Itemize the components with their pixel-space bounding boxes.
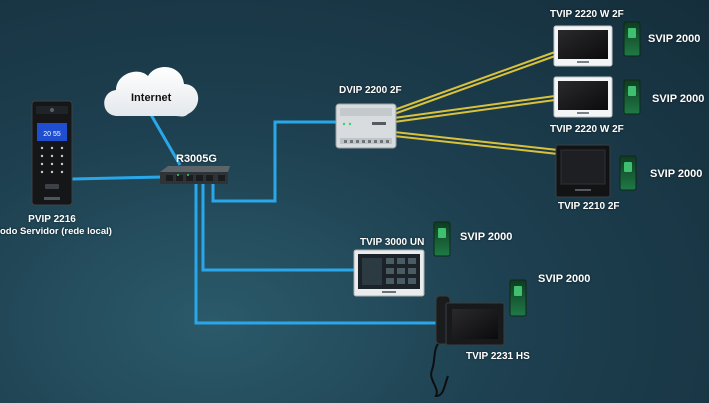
monitor-tvip2220-1 (553, 25, 613, 67)
bus-to-monitor-3b (393, 135, 559, 155)
door-station-screen-time: 20 55 (43, 131, 61, 138)
bus-cables (393, 51, 559, 155)
reader-svip2000-4 (433, 221, 451, 257)
reader-2-label: SVIP 2000 (652, 93, 705, 105)
monitor-4-label: TVIP 3000 UN (360, 237, 425, 248)
cable-switch-distributor (211, 120, 336, 203)
distributor-device (335, 103, 397, 149)
monitor-3-label: TVIP 2210 2F (558, 201, 620, 212)
cable-switch-internet (148, 112, 182, 166)
cable-switch-tvip3000 (201, 184, 356, 272)
distributor-label: DVIP 2200 2F (339, 85, 402, 96)
bus-to-monitor-3a (393, 131, 559, 151)
door-station-label: PVIP 2216 (28, 214, 76, 225)
monitor-tvip2210 (555, 144, 611, 198)
reader-svip2000-3 (619, 155, 637, 191)
bus-to-monitor-1b (393, 55, 556, 115)
monitor-tvip2220-2 (553, 76, 613, 118)
reader-3-label: SVIP 2000 (650, 168, 703, 180)
switch-device (160, 166, 230, 184)
switch-label: R3005G (176, 153, 217, 165)
monitor-2-label: TVIP 2220 W 2F (550, 124, 624, 135)
monitor-1-label: TVIP 2220 W 2F (550, 9, 624, 20)
reader-svip2000-5 (509, 279, 527, 317)
monitor-tvip3000 (353, 249, 425, 297)
bus-to-monitor-2a (393, 95, 556, 119)
ethernet-cables (71, 112, 440, 325)
cable-door-station-switch (71, 175, 164, 181)
monitor-tvip2231-hs (430, 295, 505, 398)
bus-to-monitor-1a (393, 51, 556, 111)
internet-label: Internet (131, 92, 172, 104)
reader-1-label: SVIP 2000 (648, 33, 701, 45)
reader-svip2000-1 (623, 21, 641, 57)
reader-svip2000-2 (623, 79, 641, 115)
door-station-sublabel: Modo Servidor (rede local) (0, 226, 112, 237)
reader-5-label: SVIP 2000 (538, 273, 591, 285)
reader-4-label: SVIP 2000 (460, 231, 513, 243)
door-station: 20 55 (31, 100, 73, 206)
bus-to-monitor-2b (393, 99, 556, 123)
monitor-5-label: TVIP 2231 HS (466, 351, 530, 362)
cable-switch-tvip2231 (194, 184, 440, 325)
internet-cloud (104, 66, 199, 117)
